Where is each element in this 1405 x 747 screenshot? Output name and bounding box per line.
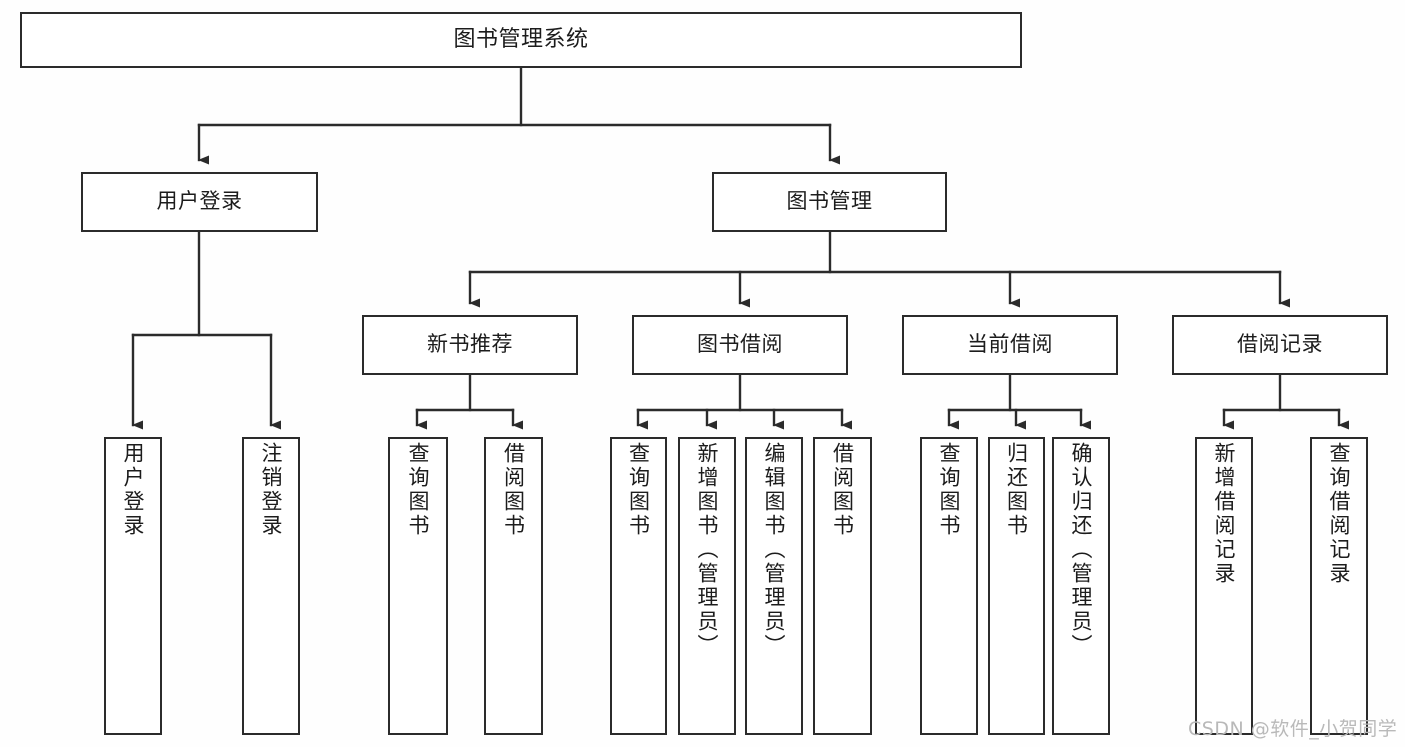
node-label: 用户登录 <box>121 442 146 538</box>
node-leaf-4[interactable]: 查询图书 <box>610 437 667 735</box>
node-label: 注销登录 <box>259 442 284 538</box>
node-leaf-6[interactable]: 编辑图书（管理员） <box>745 437 803 735</box>
node-text-wrap: 归还图书 <box>990 439 1043 733</box>
node-label: 图书借阅 <box>697 332 783 357</box>
node-text-wrap: 图书管理 <box>714 174 945 230</box>
node-leaf-11[interactable]: 新增借阅记录 <box>1195 437 1253 735</box>
node-label: 新增图书（管理员） <box>695 442 720 658</box>
node-text-wrap: 图书管理系统 <box>22 14 1020 66</box>
node-leaf-2[interactable]: 查询图书 <box>388 437 448 735</box>
node-label: 图书管理系统 <box>453 26 589 52</box>
node-level2-1[interactable]: 图书管理 <box>712 172 947 232</box>
node-text-wrap: 注销登录 <box>244 439 298 733</box>
node-leaf-8[interactable]: 查询图书 <box>920 437 978 735</box>
node-text-wrap: 查询图书 <box>612 439 665 733</box>
node-text-wrap: 新增图书（管理员） <box>680 439 734 733</box>
node-label: 新书推荐 <box>427 332 513 357</box>
node-text-wrap: 当前借阅 <box>904 317 1116 373</box>
node-text-wrap: 新书推荐 <box>364 317 576 373</box>
node-label: 查询借阅记录 <box>1327 442 1352 586</box>
node-text-wrap: 编辑图书（管理员） <box>747 439 801 733</box>
node-label: 编辑图书（管理员） <box>762 442 787 658</box>
node-label: 图书管理 <box>786 189 873 214</box>
node-label: 新增借阅记录 <box>1212 442 1237 586</box>
node-text-wrap: 确认归还（管理员） <box>1054 439 1108 733</box>
node-text-wrap: 查询借阅记录 <box>1312 439 1366 733</box>
node-leaf-7[interactable]: 借阅图书 <box>813 437 872 735</box>
node-text-wrap: 用户登录 <box>83 174 316 230</box>
node-text-wrap: 用户登录 <box>106 439 160 733</box>
node-label: 查询图书 <box>626 442 651 538</box>
node-leaf-1[interactable]: 注销登录 <box>242 437 300 735</box>
node-label: 当前借阅 <box>967 332 1053 357</box>
node-label: 借阅图书 <box>501 442 526 538</box>
node-leaf-10[interactable]: 确认归还（管理员） <box>1052 437 1110 735</box>
node-label: 借阅图书 <box>830 442 855 538</box>
node-text-wrap: 借阅图书 <box>486 439 541 733</box>
node-leaf-3[interactable]: 借阅图书 <box>484 437 543 735</box>
node-label: 用户登录 <box>156 189 243 214</box>
node-level3-2[interactable]: 当前借阅 <box>902 315 1118 375</box>
node-level3-0[interactable]: 新书推荐 <box>362 315 578 375</box>
node-label: 查询图书 <box>406 442 431 538</box>
node-text-wrap: 新增借阅记录 <box>1197 439 1251 733</box>
node-label: 确认归还（管理员） <box>1069 442 1094 658</box>
node-root[interactable]: 图书管理系统 <box>20 12 1022 68</box>
node-level3-1[interactable]: 图书借阅 <box>632 315 848 375</box>
node-level2-0[interactable]: 用户登录 <box>81 172 318 232</box>
node-leaf-9[interactable]: 归还图书 <box>988 437 1045 735</box>
node-label: 归还图书 <box>1004 442 1029 538</box>
node-label: 查询图书 <box>937 442 962 538</box>
node-text-wrap: 查询图书 <box>922 439 976 733</box>
node-text-wrap: 查询图书 <box>390 439 446 733</box>
node-level3-3[interactable]: 借阅记录 <box>1172 315 1388 375</box>
node-text-wrap: 借阅记录 <box>1174 317 1386 373</box>
node-leaf-12[interactable]: 查询借阅记录 <box>1310 437 1368 735</box>
node-leaf-0[interactable]: 用户登录 <box>104 437 162 735</box>
node-text-wrap: 图书借阅 <box>634 317 846 373</box>
node-leaf-5[interactable]: 新增图书（管理员） <box>678 437 736 735</box>
node-text-wrap: 借阅图书 <box>815 439 870 733</box>
node-label: 借阅记录 <box>1237 332 1323 357</box>
watermark-text: CSDN @软件_小贺同学 <box>1188 718 1398 740</box>
